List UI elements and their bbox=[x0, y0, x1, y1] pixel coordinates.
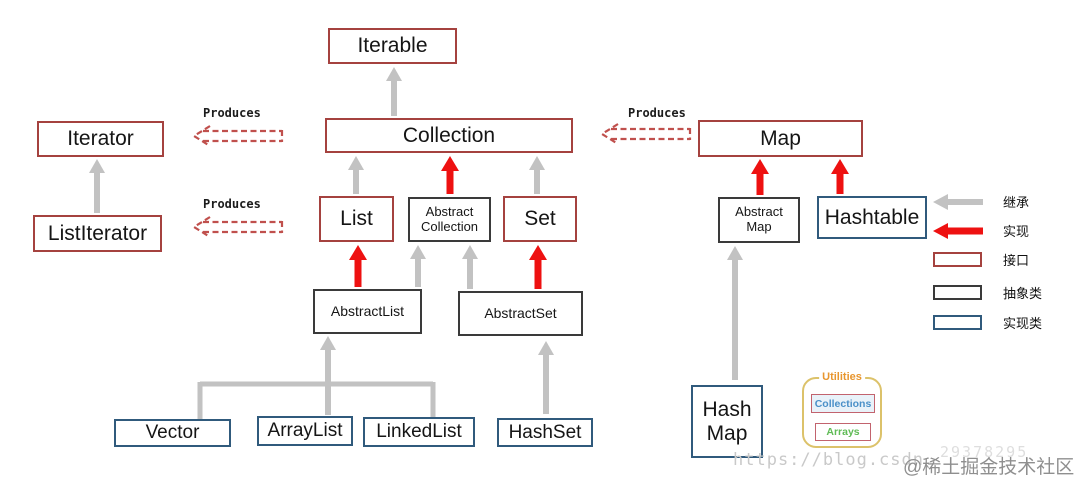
node-iterator: Iterator bbox=[37, 121, 164, 157]
arrow-list-to-collection bbox=[348, 156, 364, 194]
arrow-abstractcollection-to-collection bbox=[441, 156, 459, 194]
legend-row-inherit: 继承 bbox=[933, 192, 1029, 211]
inherit-arrow-icon bbox=[933, 193, 983, 210]
node-iterable: Iterable bbox=[328, 28, 457, 64]
arrow-abstractset-to-set bbox=[529, 245, 547, 289]
arrow-abstractset-to-abstractcollection bbox=[462, 245, 478, 289]
produces-label-map: Produces bbox=[628, 106, 686, 120]
arrow-implclasses-to-abstractlist bbox=[197, 336, 436, 419]
legend-row-abstract-class: 抽象类 bbox=[933, 283, 1042, 302]
node-abstractset: AbstractSet bbox=[458, 291, 583, 336]
arrow-abstractmap-to-map bbox=[751, 159, 769, 195]
node-listiterator: ListIterator bbox=[33, 215, 162, 252]
produces-arrow-map bbox=[600, 122, 692, 146]
node-abstract-collection: Abstract Collection bbox=[408, 197, 491, 242]
legend-label-abstract-class: 抽象类 bbox=[1003, 286, 1043, 301]
abstract-class-swatch bbox=[933, 285, 983, 300]
arrow-abstractlist-to-abstractcollection bbox=[410, 245, 426, 287]
watermark-url: https://blog.csdn. bbox=[733, 450, 936, 470]
legend-label-implement: 实现 bbox=[1003, 224, 1030, 239]
node-abstractlist: AbstractList bbox=[313, 289, 422, 334]
utilities-arrays: Arrays bbox=[815, 423, 871, 441]
node-arraylist: ArrayList bbox=[257, 416, 353, 446]
node-hashmap: Hash Map bbox=[691, 385, 763, 458]
produces-label-iterator: Produces bbox=[203, 106, 261, 120]
node-list: List bbox=[319, 196, 394, 242]
node-linkedlist: LinkedList bbox=[363, 417, 475, 447]
node-collection: Collection bbox=[325, 118, 573, 153]
utilities-group: Utilities Collections Arrays bbox=[802, 371, 882, 448]
node-hashset: HashSet bbox=[497, 418, 593, 447]
node-vector: Vector bbox=[114, 419, 231, 447]
interface-swatch bbox=[933, 252, 983, 267]
arrow-hashmap-to-abstractmap bbox=[727, 246, 743, 380]
legend-label-interface: 接口 bbox=[1003, 253, 1030, 268]
watermark-faint: 29378295 bbox=[940, 443, 1029, 461]
implement-arrow-icon bbox=[933, 222, 983, 239]
legend-label-impl-class: 实现类 bbox=[1003, 316, 1043, 331]
legend-row-impl-class: 实现类 bbox=[933, 313, 1042, 332]
node-abstract-map: Abstract Map bbox=[718, 197, 800, 243]
produces-label-listiterator: Produces bbox=[203, 197, 261, 211]
arrow-collection-to-iterable bbox=[386, 67, 402, 116]
legend-row-implement: 实现 bbox=[933, 221, 1029, 240]
arrow-listiterator-to-iterator bbox=[89, 159, 105, 213]
arrow-hashset-to-abstractset bbox=[538, 341, 554, 414]
legend-row-interface: 接口 bbox=[933, 250, 1029, 269]
arrow-set-to-collection bbox=[529, 156, 545, 194]
produces-arrow-listiterator bbox=[192, 215, 284, 239]
node-set: Set bbox=[503, 196, 577, 242]
arrow-hashtable-to-map bbox=[831, 159, 849, 194]
legend-label-inherit: 继承 bbox=[1003, 195, 1030, 210]
utilities-title: Utilities bbox=[819, 371, 865, 383]
produces-arrow-iterator bbox=[192, 124, 284, 148]
node-hashtable: Hashtable bbox=[817, 196, 927, 239]
node-map: Map bbox=[698, 120, 863, 157]
impl-class-swatch bbox=[933, 315, 983, 330]
utilities-collections: Collections bbox=[811, 394, 875, 413]
watermark-community: @稀土掘金技术社区 bbox=[903, 457, 1075, 478]
arrow-abstractlist-to-list bbox=[349, 245, 367, 287]
